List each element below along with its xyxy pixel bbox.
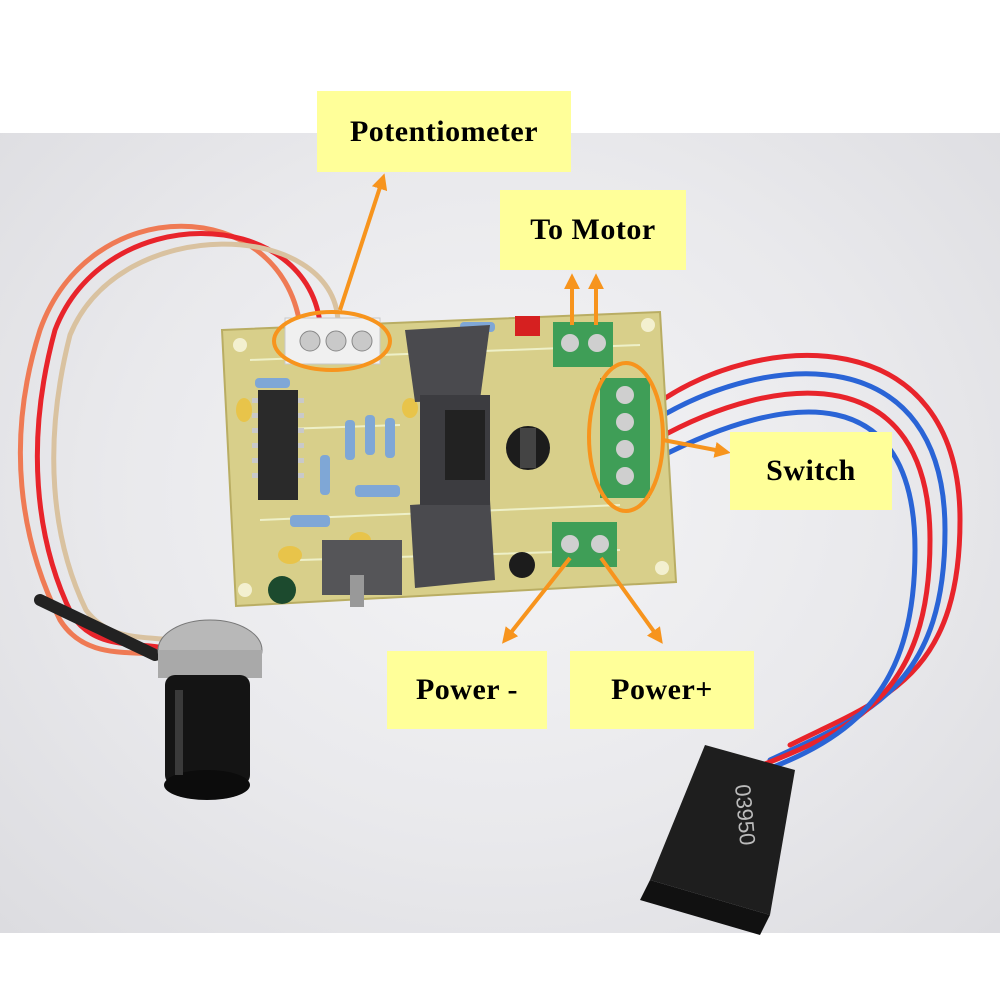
motor-terminal	[553, 322, 613, 367]
chip-icon	[252, 390, 304, 500]
highlight-ellipses	[272, 310, 665, 513]
potentiometer-label: Potentiometer	[317, 91, 571, 172]
capacitors	[236, 398, 418, 564]
switch-wires	[652, 353, 963, 785]
heatsink-icon	[405, 325, 495, 588]
power-minus-label: Power -	[387, 651, 547, 729]
regulator	[322, 540, 402, 607]
rocker-switch-icon: 03950	[640, 745, 795, 935]
switch-marking: 03950	[730, 783, 760, 846]
red-component	[515, 316, 540, 336]
potentiometer-knob-icon	[157, 619, 263, 800]
switch-terminal	[600, 378, 650, 498]
power-plus-label: Power+	[570, 651, 754, 729]
callout-arrows	[338, 173, 731, 644]
potentiometer-terminal	[284, 317, 381, 365]
to-motor-label: To Motor	[500, 190, 686, 270]
potentiometer-wires	[17, 223, 341, 661]
resistors	[255, 322, 495, 527]
switch-label: Switch	[730, 432, 892, 510]
electrolytic-capacitors	[268, 426, 550, 604]
power-terminal	[552, 522, 617, 567]
